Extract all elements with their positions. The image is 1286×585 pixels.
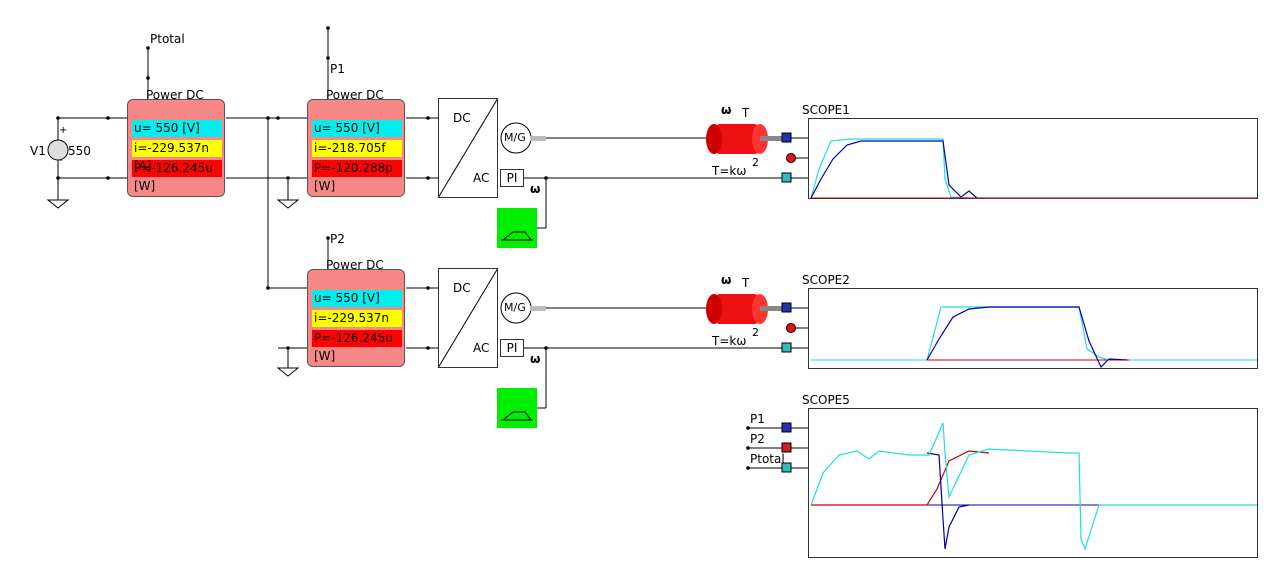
omega-feedback-2: ω [530, 352, 541, 366]
load-formula-2: T=kω [712, 334, 747, 348]
scope1-title: SCOPE1 [802, 103, 850, 117]
probe-label-ptotal: Ptotal [150, 32, 185, 46]
scope5-traces [810, 422, 1257, 551]
speed-reference-1[interactable] [497, 208, 537, 248]
scope2-traces [811, 306, 1257, 369]
load-formula-1: T=kω [712, 164, 747, 178]
scope1-traces [810, 138, 1257, 199]
source-value: 550 [68, 144, 91, 158]
meter-power: P=-126.245u [132, 160, 222, 177]
probe-label-p1: P1 [330, 62, 345, 76]
speed-reference-2[interactable] [497, 388, 537, 428]
source-name: V1 [30, 144, 46, 158]
meter-power: P=-120.288p [312, 160, 402, 177]
motor-generator-2[interactable]: M/G [504, 301, 526, 314]
dc-ac-converter-2[interactable]: DC AC [438, 268, 498, 368]
scope5-input-p1: P1 [750, 412, 765, 426]
pi-controller-1[interactable]: PI [500, 169, 524, 187]
shaft-label-omega-1: ω [721, 103, 732, 117]
converter-ac-label: AC [473, 341, 490, 355]
converter-ac-label: AC [473, 171, 490, 185]
meter-unit: [W] [134, 179, 156, 193]
pi-controller-2[interactable]: PI [500, 339, 524, 357]
power-meter-ptotal[interactable]: Power DC u= 550 [V] i=-229.537n P=-126.2… [127, 88, 225, 197]
dc-ac-converter-1[interactable]: DC AC [438, 98, 498, 198]
meter-unit: [W] [314, 349, 336, 363]
meter-voltage: u= 550 [V] [132, 120, 222, 137]
meter-voltage: u= 550 [V] [312, 120, 402, 137]
meter-current-unit: [A] [134, 159, 152, 173]
load-exponent-2: 2 [752, 326, 759, 339]
meter-title: Power DC [326, 88, 384, 102]
motor-generator-1[interactable]: M/G [504, 131, 526, 144]
probe-label-p2: P2 [330, 232, 345, 246]
power-meter-p1[interactable]: Power DC u= 550 [V] i=-218.705f P=-120.2… [307, 88, 405, 197]
shaft-label-torque-1: T [742, 106, 750, 120]
meter-unit: [W] [314, 179, 336, 193]
shaft-label-torque-2: T [742, 276, 750, 290]
meter-voltage: u= 550 [V] [312, 290, 402, 307]
scope5[interactable] [808, 408, 1258, 558]
shaft-label-omega-2: ω [721, 273, 732, 287]
load-exponent-1: 2 [752, 156, 759, 169]
scope1[interactable] [808, 118, 1258, 199]
source-minus: - [59, 155, 63, 166]
meter-power: P=-126.245u [312, 330, 402, 347]
scope5-input-ptotal: Ptotal [750, 452, 785, 466]
converter-dc-label: DC [453, 111, 471, 125]
scope2-title: SCOPE2 [802, 273, 850, 287]
source-plus: + [59, 125, 68, 136]
scope5-title: SCOPE5 [802, 393, 850, 407]
meter-current: i=-218.705f [312, 140, 402, 157]
meter-current: i=-229.537n [312, 310, 402, 327]
meter-title: Power DC [326, 258, 384, 272]
scope5-input-p2: P2 [750, 432, 765, 446]
converter-dc-label: DC [453, 281, 471, 295]
omega-feedback-1: ω [530, 182, 541, 196]
scope2[interactable] [808, 288, 1258, 369]
meter-current: i=-229.537n [132, 140, 222, 157]
meter-title: Power DC [146, 88, 204, 102]
power-meter-p2[interactable]: Power DC u= 550 [V] i=-229.537n P=-126.2… [307, 258, 405, 367]
